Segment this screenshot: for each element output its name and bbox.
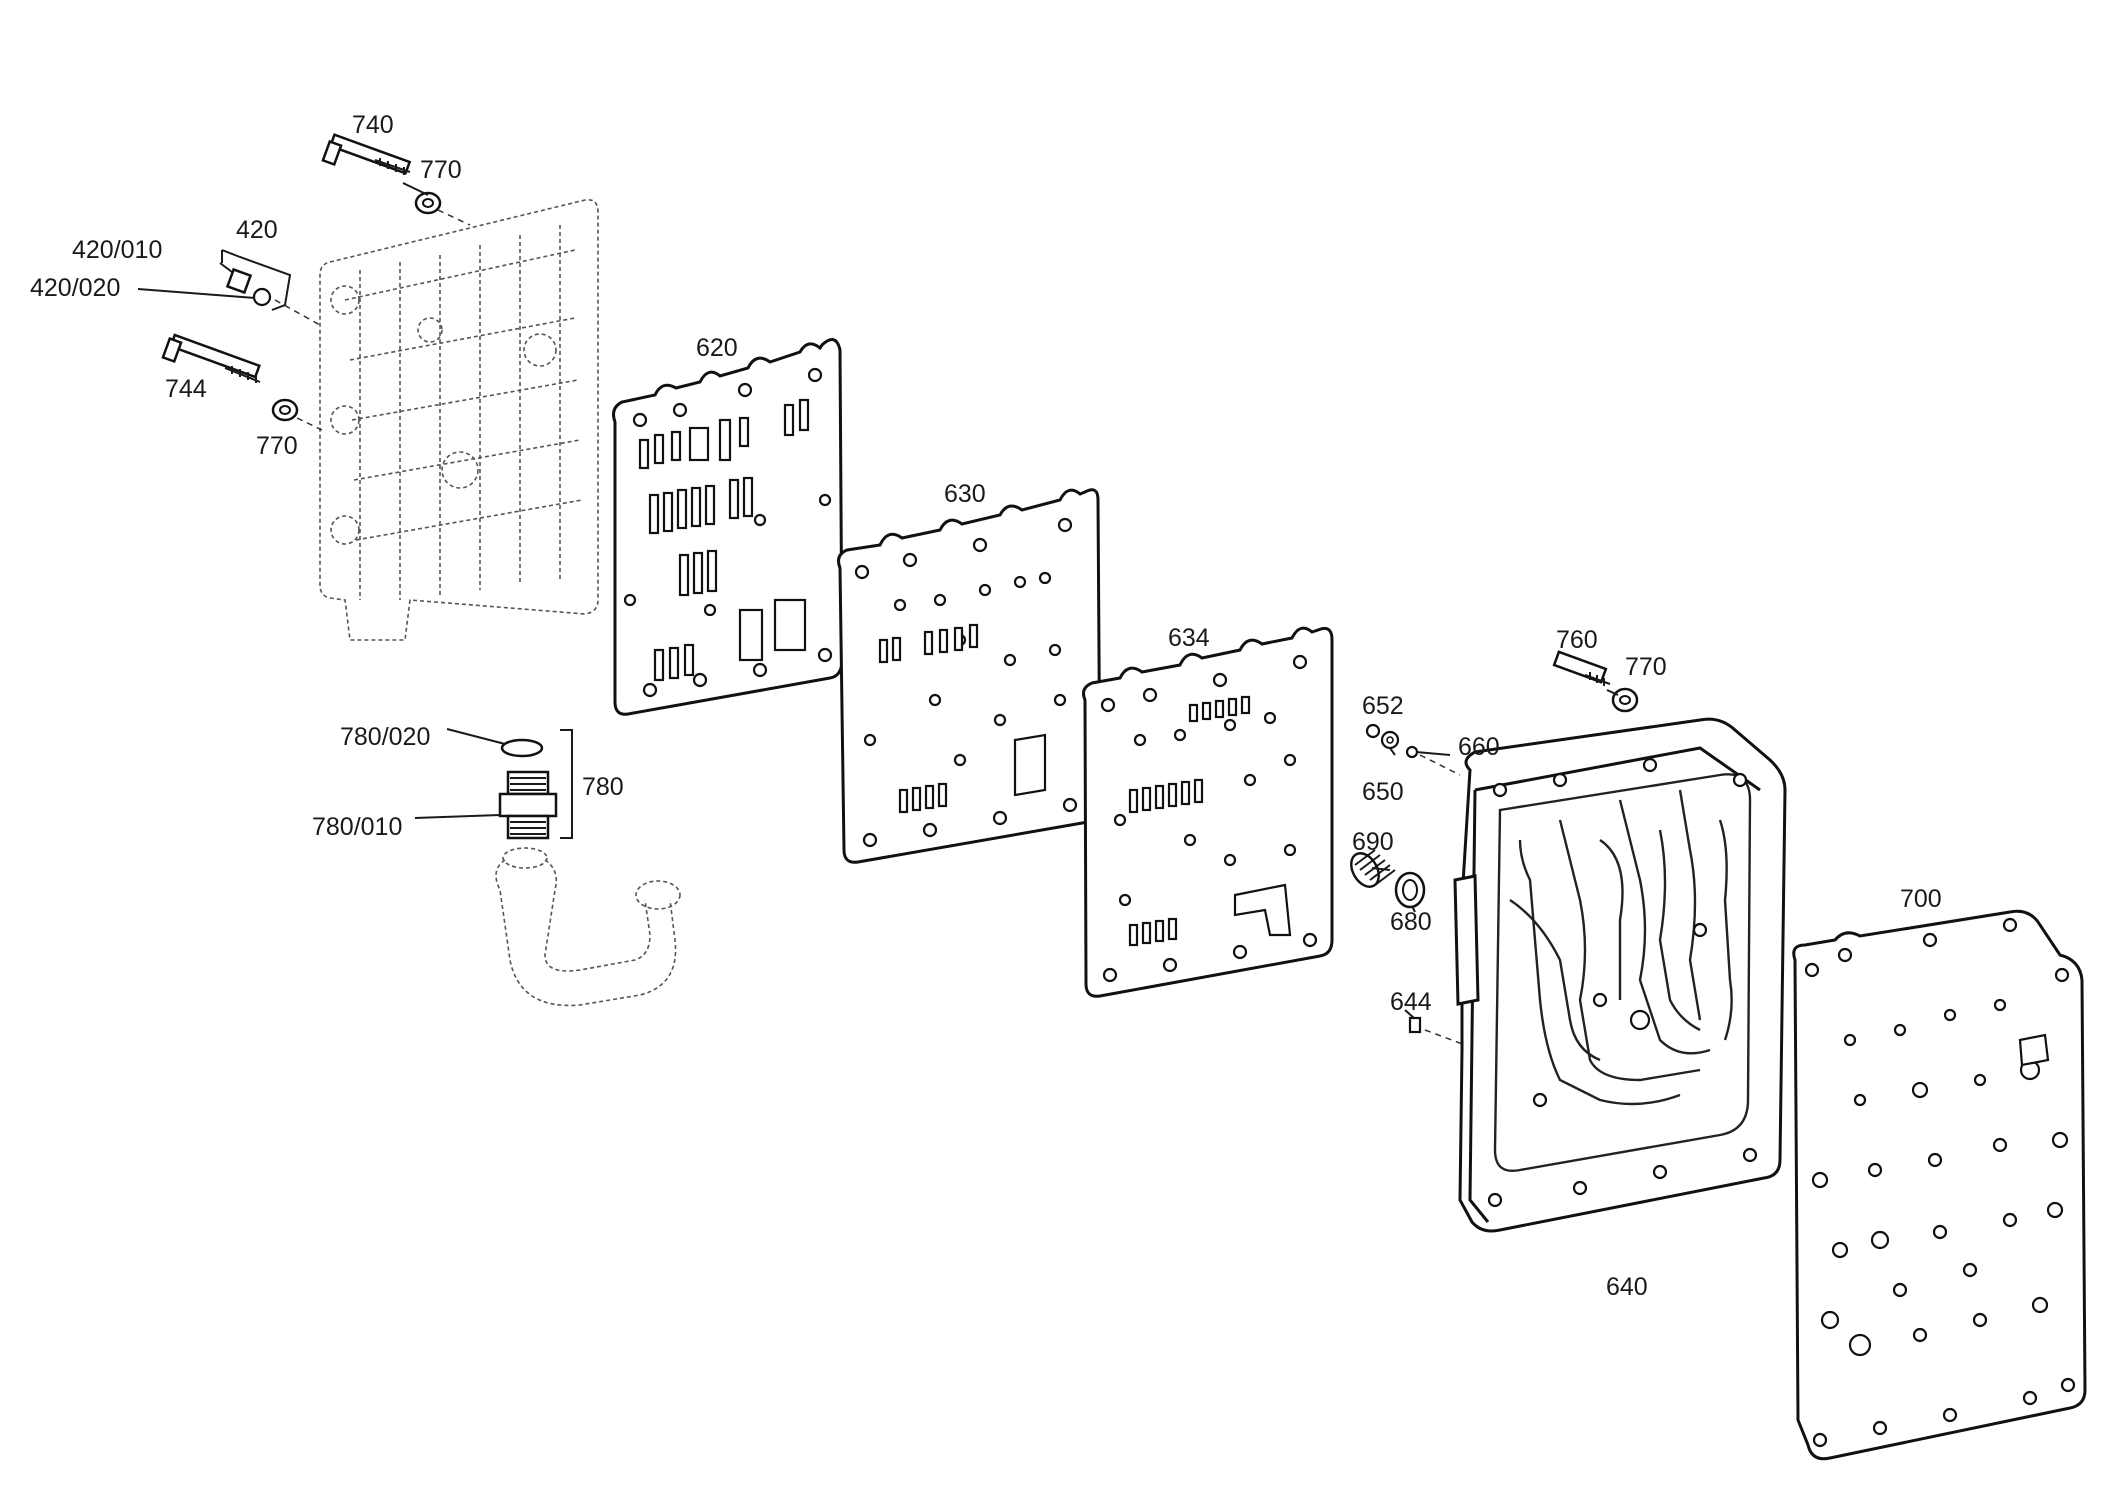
plug-420 (221, 249, 292, 311)
label-740: 740 (352, 111, 394, 139)
label-420: 420 (236, 216, 278, 244)
valve-body-640 (1453, 717, 1787, 1233)
label-420-020: 420/020 (30, 274, 120, 302)
label-680: 680 (1390, 908, 1432, 936)
ball-652 (1365, 723, 1381, 739)
plate-634 (1082, 626, 1334, 998)
label-630: 630 (944, 480, 986, 508)
label-760: 760 (1556, 626, 1598, 654)
ghost-valve-housing (319, 198, 599, 641)
label-420-010: 420/010 (72, 236, 162, 264)
bolt-744 (161, 333, 261, 383)
fitting-780-010 (498, 770, 558, 840)
label-690: 690 (1352, 828, 1394, 856)
o-ring-780-020 (500, 738, 544, 758)
ring-680 (1394, 871, 1426, 909)
label-770-mid: 770 (256, 432, 298, 460)
washer-770-right (1611, 687, 1639, 713)
label-640: 640 (1606, 1273, 1648, 1301)
label-644: 644 (1390, 988, 1432, 1016)
label-770-right: 770 (1625, 653, 1667, 681)
label-770-top: 770 (420, 156, 462, 184)
seat-650 (1380, 730, 1400, 750)
label-634: 634 (1168, 624, 1210, 652)
bolt-740 (321, 133, 412, 175)
gasket-700 (1792, 909, 2087, 1461)
label-780: 780 (582, 773, 624, 801)
label-620: 620 (696, 334, 738, 362)
ball-660 (1405, 745, 1419, 759)
label-652: 652 (1362, 692, 1404, 720)
leader-lines (137, 182, 1619, 1019)
washer-770-mid (271, 398, 299, 422)
plate-620 (612, 338, 844, 716)
label-650: 650 (1362, 778, 1404, 806)
washer-770-top (414, 191, 442, 215)
label-660: 660 (1458, 733, 1500, 761)
pipe-ghost (495, 847, 681, 1007)
part-labels: 740 770 420 420/010 420/020 744 770 620 … (30, 111, 1942, 1301)
plate-630 (837, 488, 1102, 864)
label-780-020: 780/020 (340, 723, 430, 751)
bolt-760 (1552, 650, 1611, 686)
label-700: 700 (1900, 885, 1942, 913)
plug-644 (1408, 1016, 1422, 1034)
label-744: 744 (165, 375, 207, 403)
label-780-010: 780/010 (312, 813, 402, 841)
